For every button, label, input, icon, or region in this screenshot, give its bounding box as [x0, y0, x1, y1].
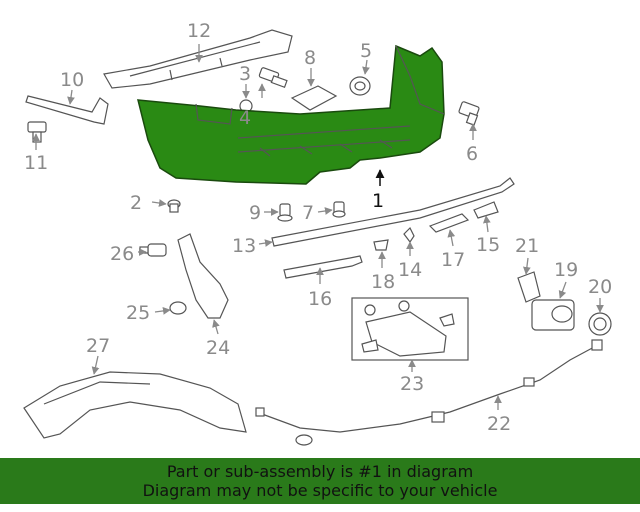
callout-15: 15: [476, 234, 500, 256]
callout-2: 2: [130, 192, 142, 214]
part-21-sensor[interactable]: [517, 271, 541, 303]
part-9-screw[interactable]: [277, 203, 293, 222]
part-13-molding[interactable]: [271, 177, 515, 247]
callout-6: 6: [466, 143, 478, 165]
leader-lines: [32, 44, 604, 410]
part-1-bumper-cover[interactable]: [137, 44, 445, 185]
part-10-strip[interactable]: [25, 95, 109, 125]
callout-20: 20: [588, 276, 612, 298]
callout-17: 17: [441, 249, 465, 271]
callout-16: 16: [308, 288, 332, 310]
part-7-retainer[interactable]: [332, 201, 346, 218]
callout-22: 22: [487, 413, 511, 435]
callout-3: 3: [239, 63, 251, 85]
part-20-ring[interactable]: [588, 312, 612, 336]
part-6-screw[interactable]: [458, 101, 480, 126]
callout-10: 10: [60, 69, 84, 91]
part-22-harness[interactable]: [255, 339, 603, 446]
callout-11: 11: [24, 152, 48, 174]
banner-line-2: Diagram may not be specific to your vehi…: [142, 481, 498, 500]
part-25-clip[interactable]: [169, 301, 187, 315]
callout-26: 26: [110, 243, 134, 265]
banner-line-1: Part or sub-assembly is #1 in diagram: [166, 462, 474, 481]
part-11-screw[interactable]: [27, 121, 47, 143]
callout-21: 21: [515, 235, 539, 257]
callout-18: 18: [371, 271, 395, 293]
part-2-clip[interactable]: [167, 199, 181, 213]
callout-1: 1: [372, 190, 384, 212]
part-17-trim[interactable]: [428, 213, 470, 233]
part-26-bolt[interactable]: [139, 243, 167, 257]
part-24-bracket[interactable]: [177, 233, 229, 319]
callout-27: 27: [86, 335, 110, 357]
callout-4: 4: [239, 107, 251, 129]
part-23-kit[interactable]: [351, 297, 469, 361]
part-18-clip[interactable]: [373, 239, 389, 251]
part-19-sensor[interactable]: [531, 299, 575, 331]
part-14-clip[interactable]: [403, 226, 415, 244]
callout-9: 9: [249, 202, 261, 224]
part-4-bolt[interactable]: [258, 67, 288, 88]
callout-7: 7: [302, 202, 314, 224]
callout-23: 23: [400, 373, 424, 395]
callout-14: 14: [398, 259, 422, 281]
part-16-strip[interactable]: [283, 255, 363, 279]
part-5-grommet[interactable]: [349, 76, 371, 96]
part-8-bracket[interactable]: [290, 85, 338, 111]
callout-12: 12: [187, 20, 211, 42]
callout-5: 5: [360, 40, 372, 62]
info-banner: Part or sub-assembly is #1 in diagram Di…: [0, 458, 640, 504]
part-27-guard[interactable]: [23, 371, 247, 439]
callout-8: 8: [304, 47, 316, 69]
part-15-trim[interactable]: [473, 201, 499, 219]
parts-diagram: 1 2 3 4 5 6 7 8 9 10 11 12 13 14 15 16 1…: [23, 20, 612, 446]
callout-13: 13: [232, 235, 256, 257]
callout-labels: 1 2 3 4 5 6 7 8 9 10 11 12 13 14 15 16 1…: [24, 20, 612, 435]
bumper-cover-body: [137, 44, 445, 185]
callout-25: 25: [126, 302, 150, 324]
callout-19: 19: [554, 259, 578, 281]
callout-24: 24: [206, 337, 230, 359]
